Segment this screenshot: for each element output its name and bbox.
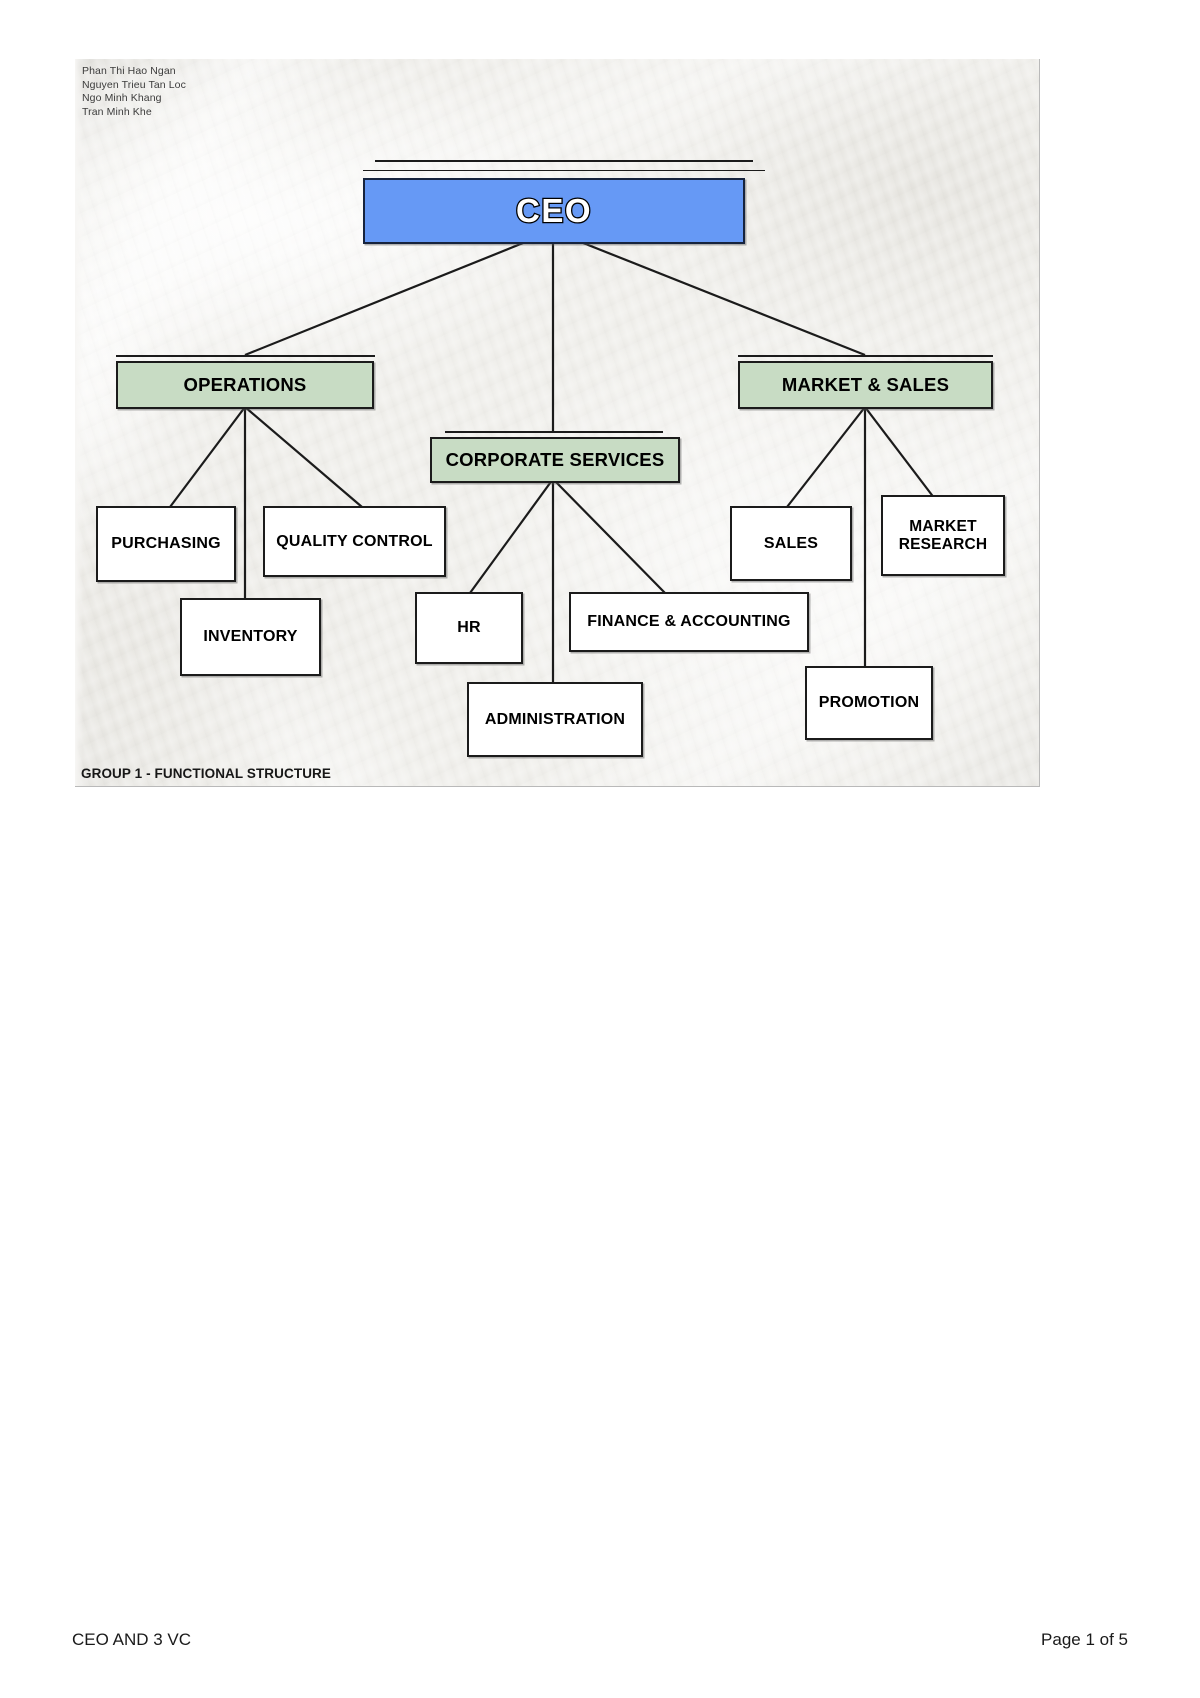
node-inventory[interactable]: INVENTORY <box>180 598 321 676</box>
author-name: Nguyen Trieu Tan Loc <box>82 78 186 91</box>
node-label: QUALITY CONTROL <box>276 532 433 550</box>
node-administration[interactable]: ADMINISTRATION <box>467 682 643 757</box>
node-label: PROMOTION <box>818 694 920 712</box>
author-name-list: Phan Thi Hao Ngan Nguyen Trieu Tan Loc N… <box>82 65 186 119</box>
node-label: CORPORATE SERVICES <box>445 448 665 470</box>
author-name: Tran Minh Khe <box>82 105 152 118</box>
footer-left-text: CEO AND 3 VC <box>72 1630 192 1649</box>
chart-caption: GROUP 1 - FUNCTIONAL STRUCTURE <box>81 766 332 781</box>
node-market-research[interactable]: MARKET RESEARCH <box>881 495 1005 576</box>
node-operations[interactable]: OPERATIONS <box>116 361 374 409</box>
hanger-rule-ceo-outer <box>375 160 753 162</box>
node-promotion[interactable]: PROMOTION <box>805 666 933 740</box>
node-finance-accounting[interactable]: FINANCE & ACCOUNTING <box>569 592 809 652</box>
footer-page-number: Page 1 of 5 <box>1041 1630 1128 1649</box>
node-label: MARKET RESEARCH <box>898 518 988 553</box>
node-corporate-services[interactable]: CORPORATE SERVICES <box>430 437 680 483</box>
page-footer: CEO AND 3 VC Page 1 of 5 <box>72 1630 1128 1650</box>
node-label: CEO <box>515 190 592 230</box>
hanger-rule-operations <box>116 355 375 357</box>
author-name: Phan Thi Hao Ngan <box>82 65 176 77</box>
node-label: OPERATIONS <box>183 373 307 395</box>
node-label: MARKET & SALES <box>781 373 950 395</box>
node-label: PURCHASING <box>111 535 221 553</box>
hanger-rule-corporate-services <box>445 431 663 433</box>
connector-lines <box>169 220 942 683</box>
node-market-sales[interactable]: MARKET & SALES <box>738 361 993 409</box>
node-label: HR <box>457 619 481 637</box>
org-chart-image: Phan Thi Hao Ngan Nguyen Trieu Tan Loc N… <box>75 59 1040 787</box>
node-label: SALES <box>763 534 819 552</box>
node-sales[interactable]: SALES <box>730 506 852 581</box>
node-label: INVENTORY <box>203 628 298 646</box>
node-ceo[interactable]: CEO <box>363 178 745 244</box>
node-label: FINANCE & ACCOUNTING <box>587 613 791 631</box>
hanger-rule-ceo-inner <box>363 170 765 171</box>
node-purchasing[interactable]: PURCHASING <box>96 506 236 582</box>
node-quality-control[interactable]: QUALITY CONTROL <box>263 506 446 577</box>
node-hr[interactable]: HR <box>415 592 523 664</box>
node-label: ADMINISTRATION <box>484 710 626 728</box>
author-name: Ngo Minh Khang <box>82 92 162 104</box>
hanger-rule-market-sales <box>738 355 993 357</box>
